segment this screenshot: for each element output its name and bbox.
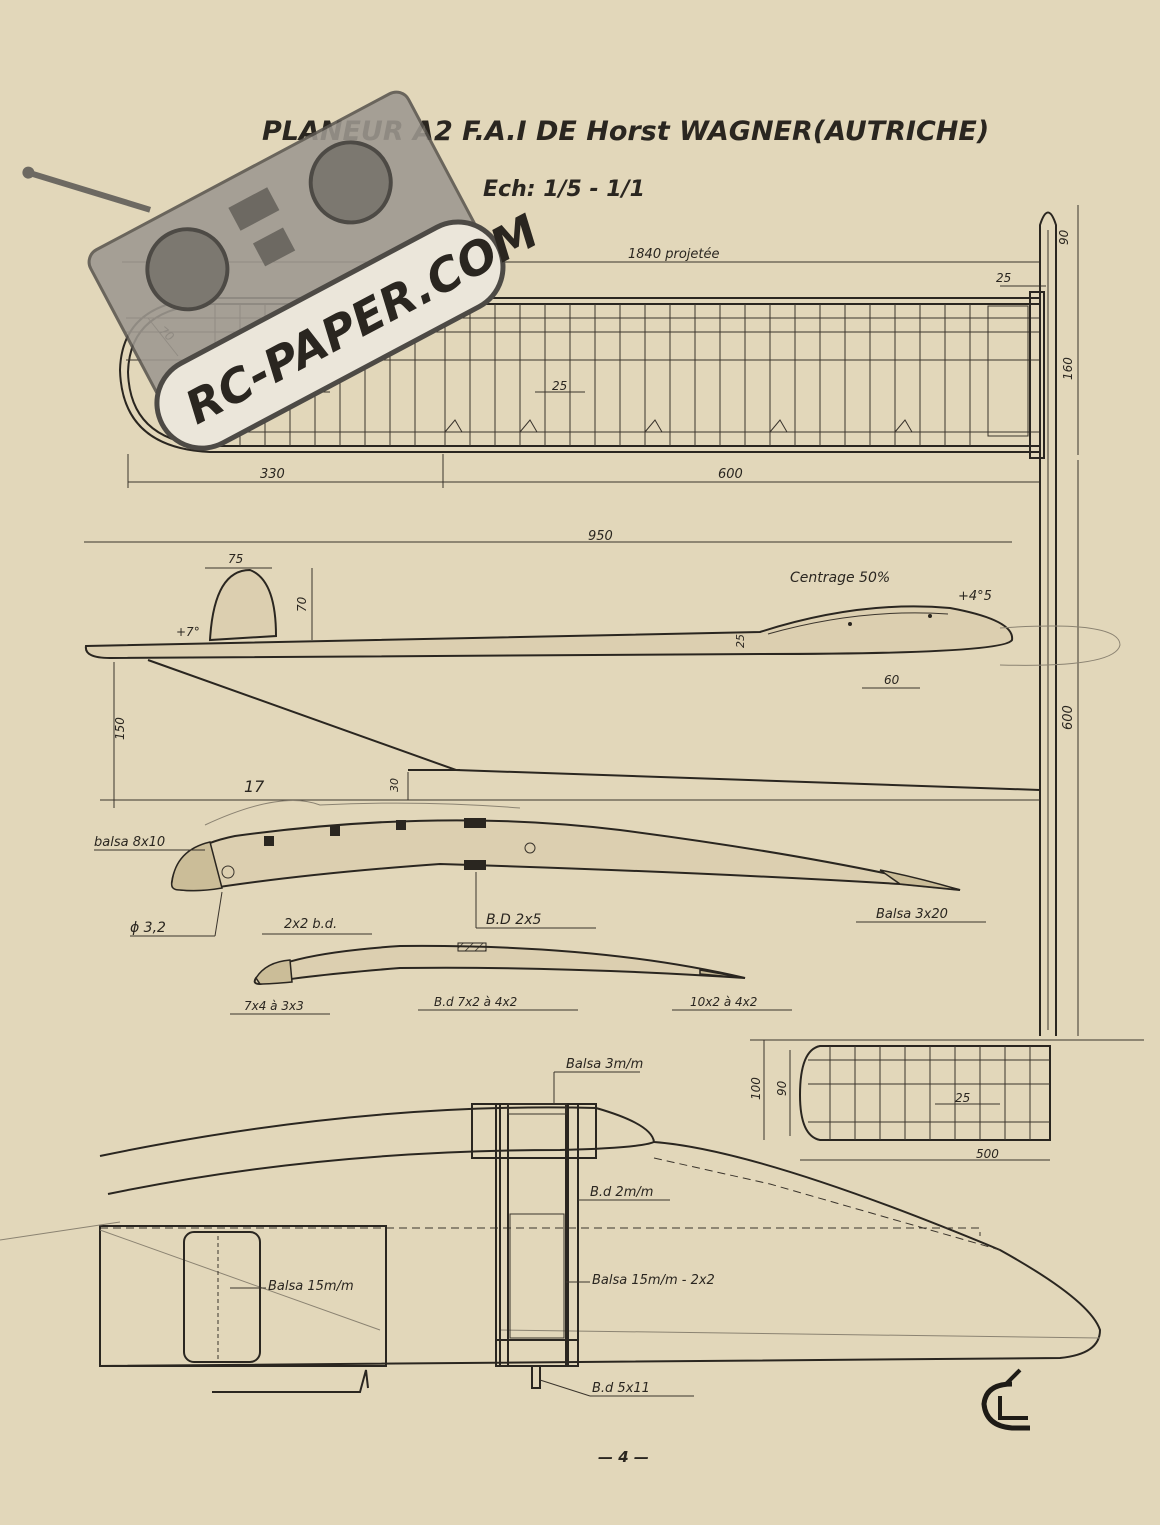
wing-front-view: 600 (1039, 211, 1079, 1036)
stab-rib-spacing: 25 (955, 1091, 970, 1105)
page-number: — 4 — (598, 1448, 649, 1466)
detail-label-balsa-15mm-2x2: Balsa 15m/m - 2x2 (592, 1273, 715, 1288)
centrage-label: Centrage 50% (790, 570, 890, 586)
hook-height-dim: 30 (388, 778, 401, 792)
fin-angle: +7° (176, 625, 200, 639)
overall-height-dim: 600 (1061, 705, 1076, 730)
publisher-logo (981, 1368, 1030, 1431)
stab-span-dim: 500 (976, 1147, 999, 1161)
wing-rib-section: balsa 8x10 ϕ 3,2 2x2 b.d. B.D 2x5 Balsa … (94, 777, 986, 937)
wing-chord-dim: 160 (1061, 357, 1075, 380)
detail-label-bd-2mm: B.d 2m/m (590, 1185, 653, 1200)
skid-height-dim: 150 (113, 717, 127, 740)
detail-label-balsa-3mm: Balsa 3m/m (566, 1057, 643, 1072)
mount-length-dim: 60 (884, 673, 900, 687)
wing-mount-dim: 25 (734, 634, 747, 648)
rib-pencil-mark: 17 (244, 777, 265, 796)
fin-height-dim: 70 (295, 596, 309, 612)
wing-tip-dim: 25 (996, 271, 1011, 285)
wing-span-label: 1840 projetée (628, 247, 719, 262)
fuselage-side-view: 950 75 70 +7° Centrage 50% +4°5 25 60 15… (84, 529, 1121, 808)
wing-tip-top-dim: 90 (1057, 229, 1071, 245)
stabilizer-plan-view: 100 90 25 500 (749, 1039, 1144, 1161)
tail-label-bd: B.d 7x2 à 4x2 (434, 995, 517, 1009)
stab-ribs (829, 1046, 1031, 1140)
full-size-detail: Balsa 3m/m B.d 2m/m Balsa 15m/m Balsa 15… (0, 1057, 1102, 1397)
rib-label-phi: ϕ 3,2 (130, 920, 166, 936)
fin-width-dim: 75 (228, 552, 243, 566)
wing-inner-length: 330 (260, 467, 285, 482)
wing-rib-spacing: 25 (552, 379, 567, 393)
rib-label-bd-2x5: B.D 2x5 (486, 912, 541, 928)
plan-scale: Ech: 1/5 - 1/1 (483, 177, 645, 202)
stab-chord-outer: 100 (749, 1077, 763, 1100)
wing-outer-length: 600 (718, 467, 743, 482)
rib-label-balsa-8x10: balsa 8x10 (94, 835, 165, 850)
incidence-label: +4°5 (958, 589, 992, 604)
stab-chord-inner: 90 (775, 1080, 789, 1096)
fuselage-length-dim: 950 (588, 529, 613, 544)
tail-rib-section: 7x4 à 3x3 B.d 7x2 à 4x2 10x2 à 4x2 (230, 942, 792, 1015)
rib-label-2x2bd: 2x2 b.d. (284, 917, 337, 932)
detail-label-bd-5x11: B.d 5x11 (592, 1381, 650, 1396)
rib-label-balsa-3x20: Balsa 3x20 (876, 907, 948, 922)
tail-label-7x4: 7x4 à 3x3 (244, 999, 304, 1013)
detail-label-balsa-15mm: Balsa 15m/m (268, 1279, 354, 1294)
tail-label-10x2: 10x2 à 4x2 (690, 995, 757, 1009)
